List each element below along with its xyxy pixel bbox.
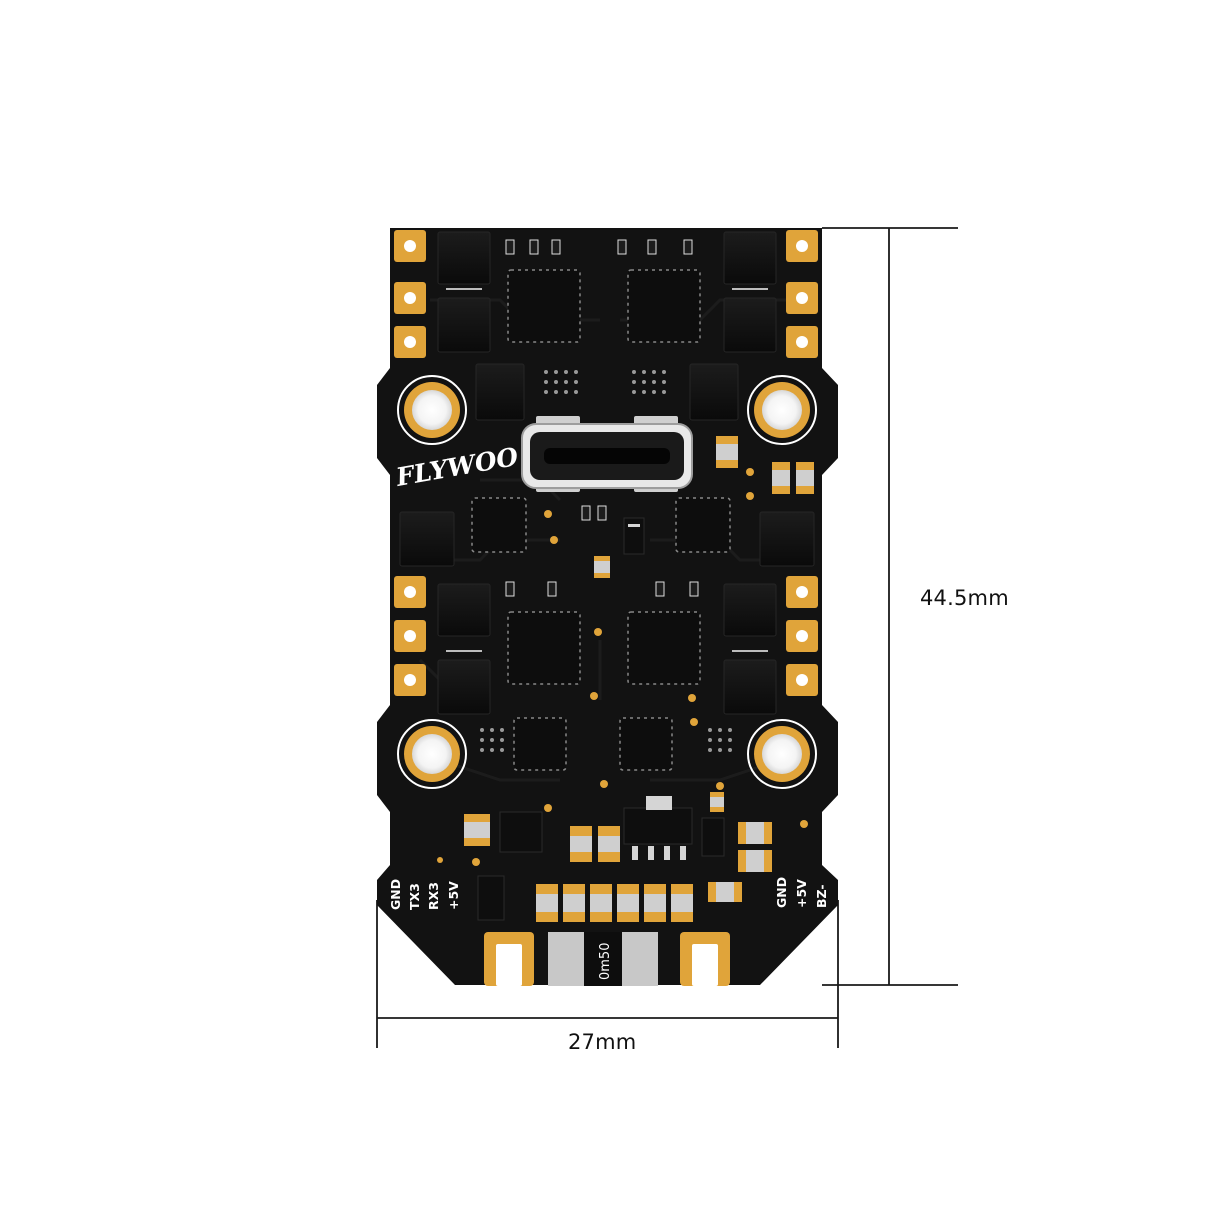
pad-label-gnd-left: GND [388,879,403,910]
mosfets [399,231,815,715]
usb-c-port [521,416,693,492]
pad-label-bz: BZ- [814,884,829,908]
small-passives [505,239,699,597]
gold-dots [437,468,808,866]
pad-label-5v-left: +5V [446,881,461,910]
pad-label-tx3: TX3 [407,883,422,910]
pad-label-5v-right: +5V [794,879,809,908]
height-dimension-label: 44.5mm [920,586,1009,610]
regulators [477,517,725,921]
battery-pads [484,932,730,986]
shunt-value-text: 0m50 [598,943,613,980]
pad-label-gnd-right: GND [774,877,789,908]
via-grids [480,370,732,752]
driver-ics [471,269,731,771]
mosfet-markings [446,288,768,652]
capacitors [464,436,814,902]
width-dimension-label: 27mm [568,1030,637,1054]
pad-labels-left: GND TX3 RX3 +5V [388,879,461,910]
capacitor-row [536,884,693,922]
pad-label-rx3: RX3 [426,882,441,910]
motor-pad-holes [404,240,808,686]
mounting-holes [397,375,817,789]
shunt-resistor: 0m50 [548,932,658,986]
pad-labels-right: GND +5V BZ- [774,877,829,908]
dimension-lines [376,227,958,1048]
